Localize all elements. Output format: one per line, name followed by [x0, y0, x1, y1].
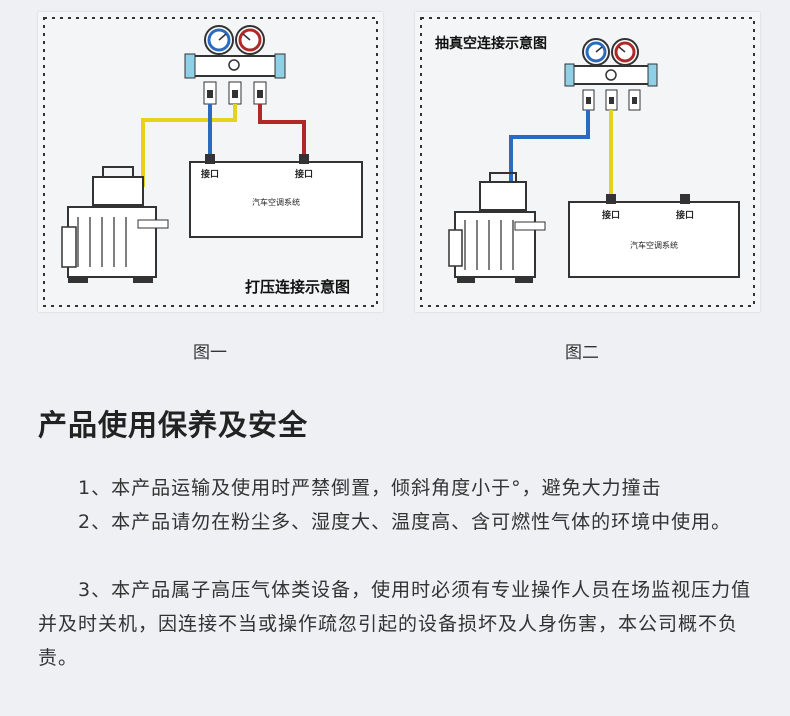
pressure-test-diagram: 接口 接口 汽车空调系统 打压连接示意图	[38, 12, 383, 312]
manifold-gauge-icon	[184, 25, 286, 105]
vacuum-diagram: 抽真空连接示意图 接口 接口 汽车空调系统	[415, 12, 760, 312]
diagram-title: 打压连接示意图	[245, 278, 350, 296]
ac-system-label: 汽车空调系统	[252, 197, 300, 207]
safety-paragraph-3: 3、本产品属子高压气体类设备，使用时必须有专业操作人员在场监视压力值并及时关机，…	[38, 579, 752, 669]
manifold-gauge-icon	[564, 38, 658, 111]
safety-paragraph-1: 1、本产品运输及使用时严禁倒置，倾斜角度小于°，避免大力撞击	[78, 477, 662, 499]
port-label-right: 接口	[295, 168, 313, 180]
figure-caption-1: 图一	[193, 343, 227, 363]
port-label-left: 接口	[602, 209, 620, 221]
ac-system-label: 汽车空调系统	[630, 240, 678, 250]
vacuum-diagram-drawing: 抽真空连接示意图 接口 接口 汽车空调系统	[420, 17, 755, 307]
ac-system-box	[189, 161, 363, 238]
diagram-title: 抽真空连接示意图	[435, 35, 547, 52]
blue-hose	[509, 110, 590, 192]
red-hose	[258, 104, 306, 162]
port-label-left: 接口	[201, 168, 219, 180]
ac-system-box	[568, 201, 740, 278]
pressure-test-diagram-drawing: 接口 接口 汽车空调系统 打压连接示意图	[43, 17, 378, 307]
yellow-hose	[141, 104, 237, 187]
figure-caption-2: 图二	[565, 343, 599, 363]
vacuum-pump-icon	[61, 166, 169, 283]
safety-paragraph-2: 2、本产品请勿在粉尘多、湿度大、温度高、含可燃性气体的环境中使用。	[78, 511, 732, 533]
vacuum-pump-icon	[448, 172, 546, 283]
port-label-right: 接口	[676, 209, 694, 221]
section-title: 产品使用保养及安全	[38, 408, 309, 442]
